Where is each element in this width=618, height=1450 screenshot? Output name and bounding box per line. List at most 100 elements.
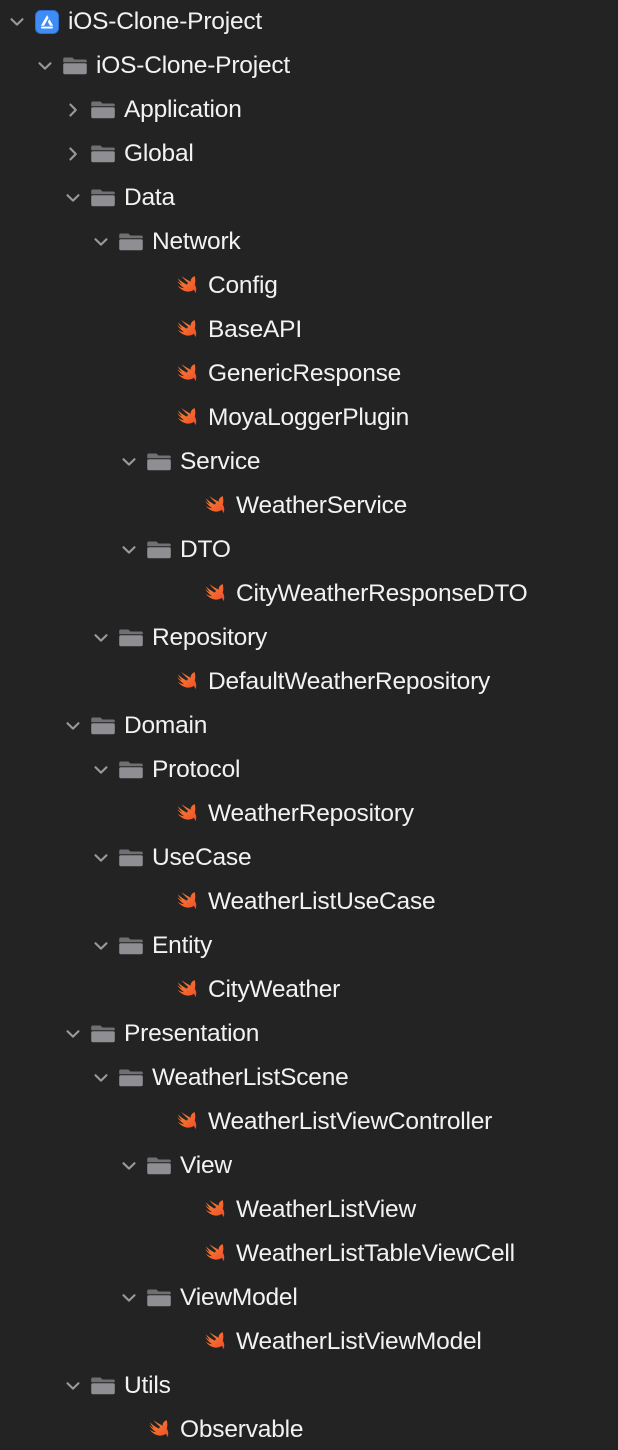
tree-row[interactable]: Repository <box>0 616 618 660</box>
swift-file-icon <box>172 667 202 697</box>
chevron-down-icon[interactable] <box>34 55 56 77</box>
tree-item-label: iOS-Clone-Project <box>68 8 263 35</box>
tree-item-label: WeatherListViewController <box>208 1108 493 1135</box>
tree-row[interactable]: View <box>0 1144 618 1188</box>
tree-row[interactable]: Presentation <box>0 1012 618 1056</box>
tree-row[interactable]: Observable <box>0 1408 618 1450</box>
tree-row[interactable]: CityWeather <box>0 968 618 1012</box>
chevron-down-icon[interactable] <box>62 1023 84 1045</box>
chevron-right-icon[interactable] <box>62 99 84 121</box>
folder-icon <box>144 1283 174 1313</box>
tree-item-label: CityWeatherResponseDTO <box>236 580 528 607</box>
tree-row[interactable]: iOS-Clone-Project <box>0 0 618 44</box>
swift-file-icon <box>172 403 202 433</box>
tree-row[interactable]: BaseAPI <box>0 308 618 352</box>
tree-row[interactable]: Utils <box>0 1364 618 1408</box>
folder-icon <box>88 1019 118 1049</box>
chevron-down-icon[interactable] <box>90 847 112 869</box>
tree-row[interactable]: Domain <box>0 704 618 748</box>
chevron-right-icon[interactable] <box>62 143 84 165</box>
tree-item-label: WeatherListScene <box>152 1064 349 1091</box>
tree-row[interactable]: WeatherService <box>0 484 618 528</box>
tree-row[interactable]: DefaultWeatherRepository <box>0 660 618 704</box>
tree-row[interactable]: UseCase <box>0 836 618 880</box>
swift-file-icon <box>144 1415 174 1445</box>
tree-row[interactable]: Service <box>0 440 618 484</box>
tree-row[interactable]: DTO <box>0 528 618 572</box>
tree-item-label: DTO <box>180 536 231 563</box>
chevron-placeholder <box>174 1243 196 1265</box>
tree-row[interactable]: Entity <box>0 924 618 968</box>
tree-row[interactable]: WeatherListTableViewCell <box>0 1232 618 1276</box>
chevron-down-icon[interactable] <box>62 1375 84 1397</box>
tree-row[interactable]: CityWeatherResponseDTO <box>0 572 618 616</box>
chevron-down-icon[interactable] <box>90 1067 112 1089</box>
tree-row[interactable]: ViewModel <box>0 1276 618 1320</box>
tree-item-label: WeatherService <box>236 492 408 519</box>
chevron-down-icon[interactable] <box>90 759 112 781</box>
tree-row[interactable]: iOS-Clone-Project <box>0 44 618 88</box>
folder-icon <box>144 447 174 477</box>
folder-icon <box>144 1151 174 1181</box>
tree-item-label: CityWeather <box>208 976 341 1003</box>
tree-row[interactable]: WeatherListViewModel <box>0 1320 618 1364</box>
tree-row[interactable]: Application <box>0 88 618 132</box>
swift-file-icon <box>200 1327 230 1357</box>
tree-row[interactable]: WeatherListUseCase <box>0 880 618 924</box>
tree-row[interactable]: Data <box>0 176 618 220</box>
swift-file-icon <box>172 315 202 345</box>
chevron-placeholder <box>174 495 196 517</box>
tree-item-label: Global <box>124 140 194 167</box>
tree-row[interactable]: WeatherRepository <box>0 792 618 836</box>
tree-item-label: iOS-Clone-Project <box>96 52 291 79</box>
chevron-down-icon[interactable] <box>62 715 84 737</box>
chevron-down-icon[interactable] <box>90 627 112 649</box>
chevron-placeholder <box>146 803 168 825</box>
chevron-down-icon[interactable] <box>118 451 140 473</box>
folder-icon <box>88 95 118 125</box>
chevron-placeholder <box>146 275 168 297</box>
tree-item-label: MoyaLoggerPlugin <box>208 404 410 431</box>
chevron-down-icon[interactable] <box>6 11 28 33</box>
tree-item-label: Protocol <box>152 756 241 783</box>
tree-item-label: Domain <box>124 712 208 739</box>
swift-file-icon <box>172 1107 202 1137</box>
tree-row[interactable]: MoyaLoggerPlugin <box>0 396 618 440</box>
tree-row[interactable]: WeatherListView <box>0 1188 618 1232</box>
chevron-placeholder <box>146 979 168 1001</box>
swift-file-icon <box>172 359 202 389</box>
chevron-down-icon[interactable] <box>90 231 112 253</box>
tree-row[interactable]: Config <box>0 264 618 308</box>
tree-item-label: UseCase <box>152 844 252 871</box>
tree-item-label: GenericResponse <box>208 360 402 387</box>
tree-row[interactable]: Network <box>0 220 618 264</box>
tree-item-label: Observable <box>180 1416 304 1443</box>
tree-item-label: Application <box>124 96 242 123</box>
chevron-down-icon[interactable] <box>118 539 140 561</box>
chevron-down-icon[interactable] <box>118 1155 140 1177</box>
folder-icon <box>116 931 146 961</box>
tree-row[interactable]: WeatherListViewController <box>0 1100 618 1144</box>
tree-row[interactable]: GenericResponse <box>0 352 618 396</box>
chevron-placeholder <box>174 1331 196 1353</box>
tree-item-label: ViewModel <box>180 1284 298 1311</box>
tree-item-label: Presentation <box>124 1020 260 1047</box>
chevron-down-icon[interactable] <box>62 187 84 209</box>
chevron-down-icon[interactable] <box>90 935 112 957</box>
xcode-app-icon <box>32 7 62 37</box>
tree-item-label: Network <box>152 228 241 255</box>
chevron-placeholder <box>146 407 168 429</box>
folder-icon <box>88 1371 118 1401</box>
folder-icon <box>116 227 146 257</box>
folder-icon <box>88 711 118 741</box>
tree-row[interactable]: WeatherListScene <box>0 1056 618 1100</box>
folder-icon <box>116 1063 146 1093</box>
chevron-down-icon[interactable] <box>118 1287 140 1309</box>
chevron-placeholder <box>146 363 168 385</box>
swift-file-icon <box>200 579 230 609</box>
tree-row[interactable]: Global <box>0 132 618 176</box>
swift-file-icon <box>172 799 202 829</box>
tree-row[interactable]: Protocol <box>0 748 618 792</box>
tree-item-label: WeatherListTableViewCell <box>236 1240 515 1267</box>
